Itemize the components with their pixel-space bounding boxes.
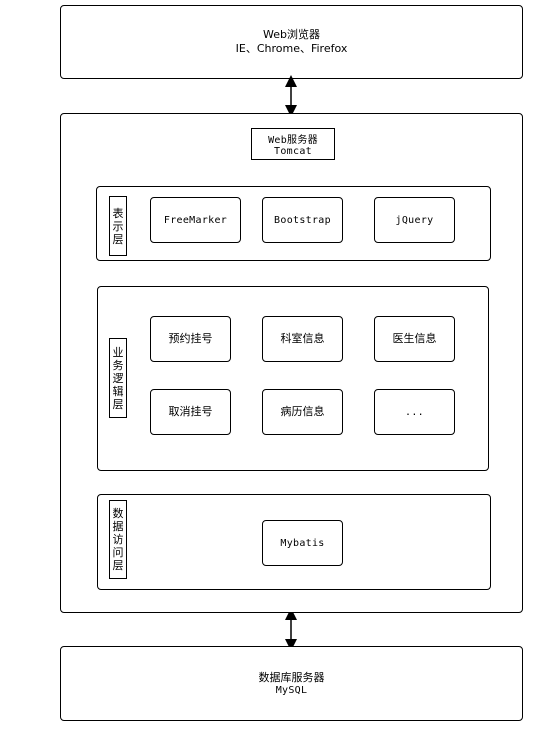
web-server-title: Web服务器 bbox=[268, 135, 318, 146]
web-server-title-box: Web服务器 Tomcat bbox=[251, 128, 335, 160]
mybatis-box: Mybatis bbox=[262, 520, 343, 566]
freemarker-box: FreeMarker bbox=[150, 197, 241, 243]
web-server-subtitle: Tomcat bbox=[274, 146, 312, 157]
doctor-info-box: 医生信息 bbox=[374, 316, 455, 362]
browser-title: Web浏览器 bbox=[263, 28, 320, 41]
medical-record-box: 病历信息 bbox=[262, 389, 343, 435]
db-server-box: 数据库服务器 MySQL bbox=[60, 646, 523, 721]
db-server-subtitle: MySQL bbox=[275, 685, 308, 696]
department-info-box: 科室信息 bbox=[262, 316, 343, 362]
presentation-layer-label: 表 示 层 bbox=[109, 196, 127, 256]
more-box: ... bbox=[374, 389, 455, 435]
browser-box: Web浏览器 IE、Chrome、Firefox bbox=[60, 5, 523, 79]
cancel-appointment-box: 取消挂号 bbox=[150, 389, 231, 435]
appointment-box: 预约挂号 bbox=[150, 316, 231, 362]
db-server-title: 数据库服务器 bbox=[258, 671, 325, 684]
data-access-layer-label: 数 据 访 问 层 bbox=[109, 500, 127, 579]
bootstrap-box: Bootstrap bbox=[262, 197, 343, 243]
business-logic-layer-label: 业 务 逻 辑 层 bbox=[109, 338, 127, 418]
business-logic-layer bbox=[97, 286, 489, 471]
jquery-box: jQuery bbox=[374, 197, 455, 243]
browser-subtitle: IE、Chrome、Firefox bbox=[235, 42, 348, 55]
